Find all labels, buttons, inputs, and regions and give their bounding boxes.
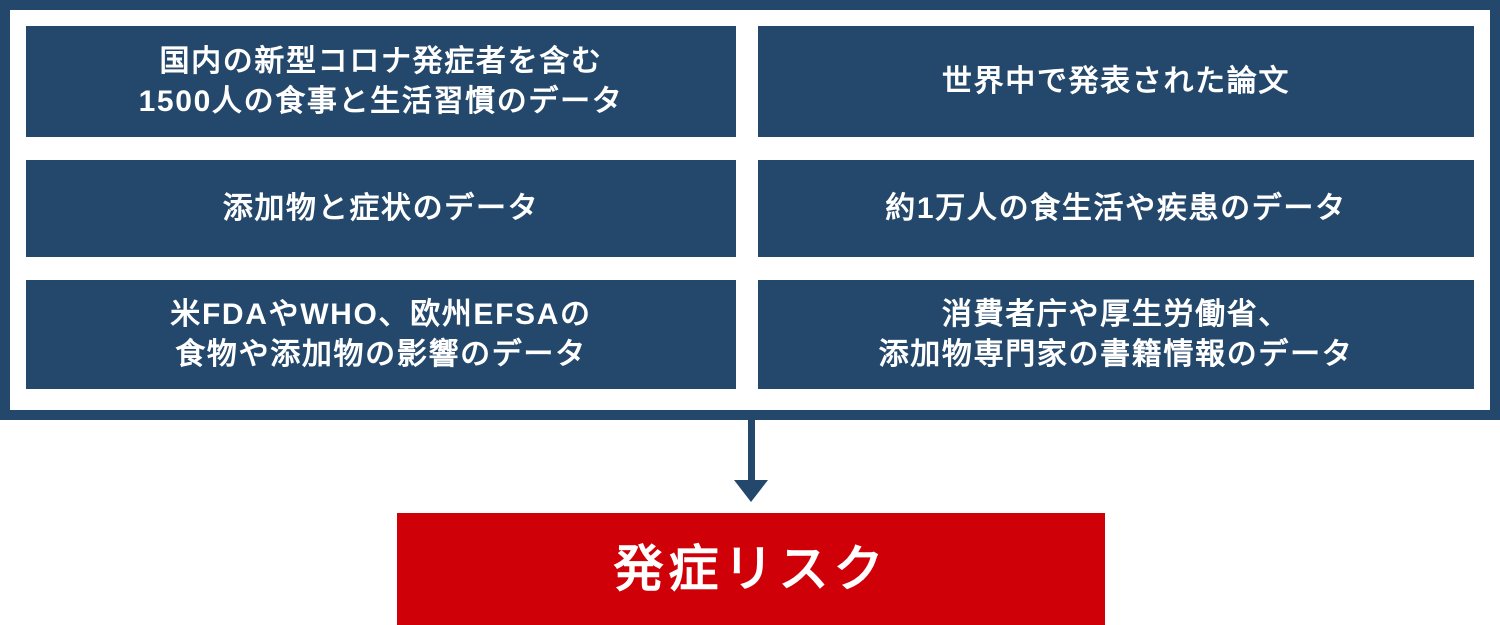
source-box-label: 約1万人の食生活や疾患のデータ <box>885 191 1347 225</box>
source-box-label: 米FDAやWHO、欧州EFSAの 食物や添加物の影響のデータ <box>170 297 592 371</box>
source-box-caa-mhlw-books[interactable]: 消費者庁や厚生労働省、 添加物専門家の書籍情報のデータ <box>758 280 1474 389</box>
source-box-label: 国内の新型コロナ発症者を含む 1500人の食事と生活習慣のデータ <box>138 44 624 118</box>
source-box-fda-who-efsa[interactable]: 米FDAやWHO、欧州EFSAの 食物や添加物の影響のデータ <box>26 280 736 389</box>
data-sources-grid: 国内の新型コロナ発症者を含む 1500人の食事と生活習慣のデータ 世界中で発表さ… <box>26 26 1474 390</box>
down-arrow-icon <box>734 410 768 502</box>
data-sources-frame: 国内の新型コロナ発症者を含む 1500人の食事と生活習慣のデータ 世界中で発表さ… <box>0 0 1500 420</box>
source-box-label: 世界中で発表された論文 <box>941 64 1291 98</box>
source-box-worldwide-papers[interactable]: 世界中で発表された論文 <box>758 26 1474 137</box>
source-box-label: 消費者庁や厚生労働省、 添加物専門家の書籍情報のデータ <box>878 297 1354 371</box>
source-box-label: 添加物と症状のデータ <box>222 191 540 225</box>
result-box-onset-risk[interactable]: 発症リスク <box>397 513 1105 625</box>
source-box-domestic-covid-1500-people[interactable]: 国内の新型コロナ発症者を含む 1500人の食事と生活習慣のデータ <box>26 26 736 137</box>
result-box-label: 発症リスク <box>613 540 889 597</box>
source-box-10000-people-diet-disease[interactable]: 約1万人の食生活や疾患のデータ <box>758 160 1474 257</box>
source-box-additives-symptoms[interactable]: 添加物と症状のデータ <box>26 160 736 257</box>
